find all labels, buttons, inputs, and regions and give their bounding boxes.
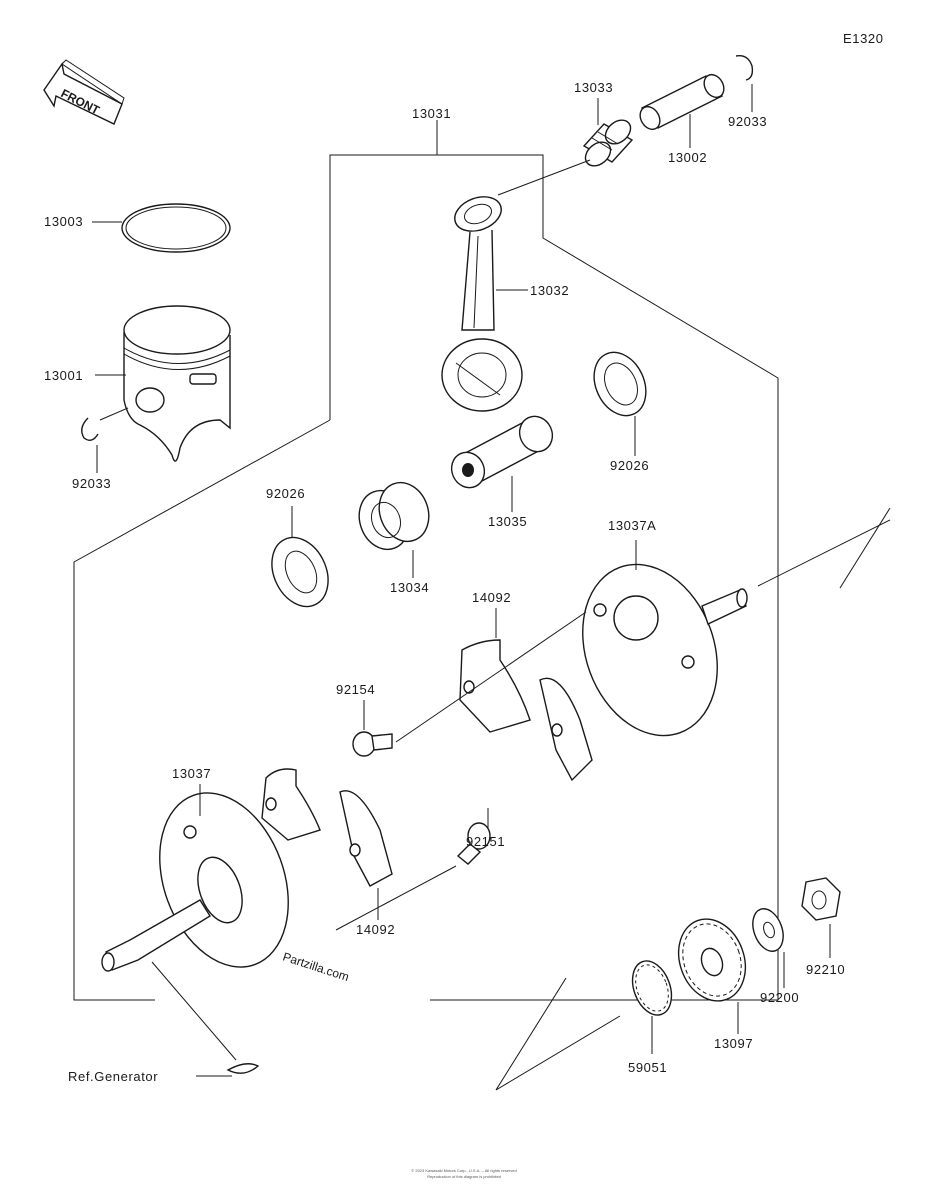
part-label-13035: 13035 bbox=[488, 514, 527, 529]
thrust-washer-right bbox=[593, 351, 647, 417]
part-label-92033-left: 92033 bbox=[72, 476, 111, 491]
part-label-13033: 13033 bbox=[574, 80, 613, 95]
crank-pin bbox=[450, 415, 554, 489]
front-arrow-icon: FRONT bbox=[43, 59, 125, 125]
thrust-washer-left bbox=[271, 536, 329, 608]
big-end-needle-bearing bbox=[358, 481, 430, 551]
part-label-92026-right: 92026 bbox=[610, 458, 649, 473]
watermark-text: Partzilla.com bbox=[281, 950, 351, 985]
connecting-rod bbox=[441, 196, 523, 412]
footer-line-2: Reproduction of this diagram is prohibit… bbox=[427, 1174, 501, 1179]
assembly-bracket-lines bbox=[73, 120, 779, 1001]
part-label-14092-upper: 14092 bbox=[472, 590, 511, 605]
crankshaft-left-half bbox=[101, 792, 289, 972]
part-label-92210: 92210 bbox=[806, 962, 845, 977]
piston-ring bbox=[121, 203, 231, 253]
small-end-needle-bearing bbox=[582, 119, 634, 167]
diagram-code: E1320 bbox=[843, 31, 884, 46]
crank-web-weight-upper bbox=[459, 639, 593, 782]
primary-gear bbox=[631, 960, 673, 1016]
crankshaft-right-half bbox=[582, 563, 748, 737]
part-label-59051: 59051 bbox=[628, 1060, 667, 1075]
part-label-13032: 13032 bbox=[530, 283, 569, 298]
part-label-13037: 13037 bbox=[172, 766, 211, 781]
part-label-13097: 13097 bbox=[714, 1036, 753, 1051]
piston-pin-clip-right bbox=[735, 55, 754, 81]
crankshaft-gear bbox=[677, 918, 747, 1002]
part-label-13034: 13034 bbox=[390, 580, 429, 595]
crank-web-weight-lower bbox=[261, 768, 393, 887]
ref-generator-label: Ref.Generator bbox=[68, 1069, 158, 1084]
piston-pin-clip-left bbox=[81, 417, 99, 441]
piston bbox=[123, 305, 231, 462]
part-label-14092-lower: 14092 bbox=[356, 922, 395, 937]
part-label-92200: 92200 bbox=[760, 990, 799, 1005]
footer-line-1: © 2023 Kawasaki Motors Corp., U.S.A. – A… bbox=[411, 1168, 516, 1173]
crank-bolt-upper bbox=[352, 731, 393, 757]
part-label-92154: 92154 bbox=[336, 682, 375, 697]
part-label-13003: 13003 bbox=[44, 214, 83, 229]
part-label-13002: 13002 bbox=[668, 150, 707, 165]
part-label-92026-left: 92026 bbox=[266, 486, 305, 501]
part-label-13037A: 13037A bbox=[608, 518, 656, 533]
piston-pin bbox=[639, 73, 725, 131]
part-label-92033-right: 92033 bbox=[728, 114, 767, 129]
part-label-92151: 92151 bbox=[466, 834, 505, 849]
part-label-13001: 13001 bbox=[44, 368, 83, 383]
crankshaft-nut bbox=[801, 877, 841, 921]
crankshaft-washer bbox=[752, 908, 784, 952]
part-label-13031: 13031 bbox=[412, 106, 451, 121]
crank-bolt-lower bbox=[456, 822, 491, 865]
